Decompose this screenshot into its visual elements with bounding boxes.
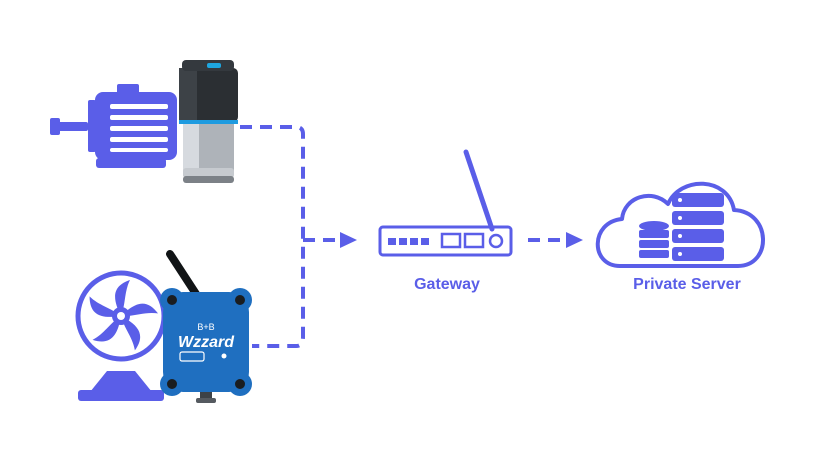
status-led bbox=[221, 353, 227, 359]
arrow-to-server-icon bbox=[566, 232, 583, 248]
cloud-server-icon bbox=[595, 181, 765, 268]
gateway-router-icon bbox=[378, 149, 513, 257]
gateway-label: Gateway bbox=[414, 276, 480, 293]
database-icon bbox=[639, 221, 669, 258]
config-button bbox=[179, 351, 205, 362]
wireless-sensor-node: B+B Wzzard bbox=[160, 250, 252, 403]
product-name: Wzzard bbox=[178, 334, 235, 351]
motor-fins bbox=[110, 104, 168, 152]
private-server-label: Private Server bbox=[633, 276, 741, 293]
connector-lines bbox=[240, 125, 566, 348]
vibration-sensor bbox=[179, 60, 238, 183]
server-stack-icon bbox=[672, 193, 724, 261]
fan-icon bbox=[75, 270, 167, 401]
brand-mark: B+B bbox=[197, 322, 214, 332]
sensor-link-line bbox=[240, 125, 305, 348]
arrow-to-gateway-icon bbox=[340, 232, 357, 248]
